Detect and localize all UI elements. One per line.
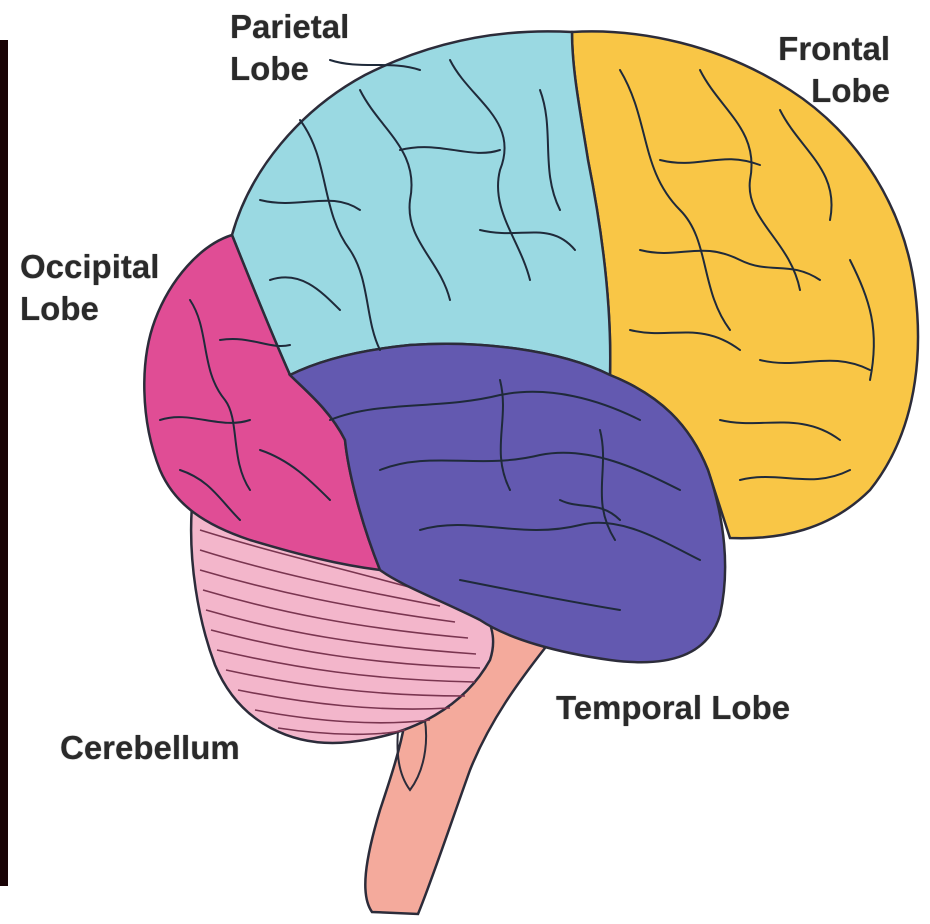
parietal-label-line-2: Lobe (230, 48, 349, 90)
occipital-label-line-2: Lobe (20, 288, 159, 330)
occipital-lobe-label: Occipital Lobe (20, 246, 159, 330)
frontal-label-line-1: Frontal (745, 28, 890, 70)
parietal-lobe-label: Parietal Lobe (230, 6, 349, 90)
parietal-label-line-1: Parietal (230, 6, 349, 48)
temporal-lobe-label: Temporal Lobe (556, 687, 790, 729)
occipital-label-line-1: Occipital (20, 246, 159, 288)
frontal-label-line-2: Lobe (745, 70, 890, 112)
frontal-lobe-label: Frontal Lobe (745, 28, 890, 112)
cerebellum-label: Cerebellum (60, 727, 240, 769)
